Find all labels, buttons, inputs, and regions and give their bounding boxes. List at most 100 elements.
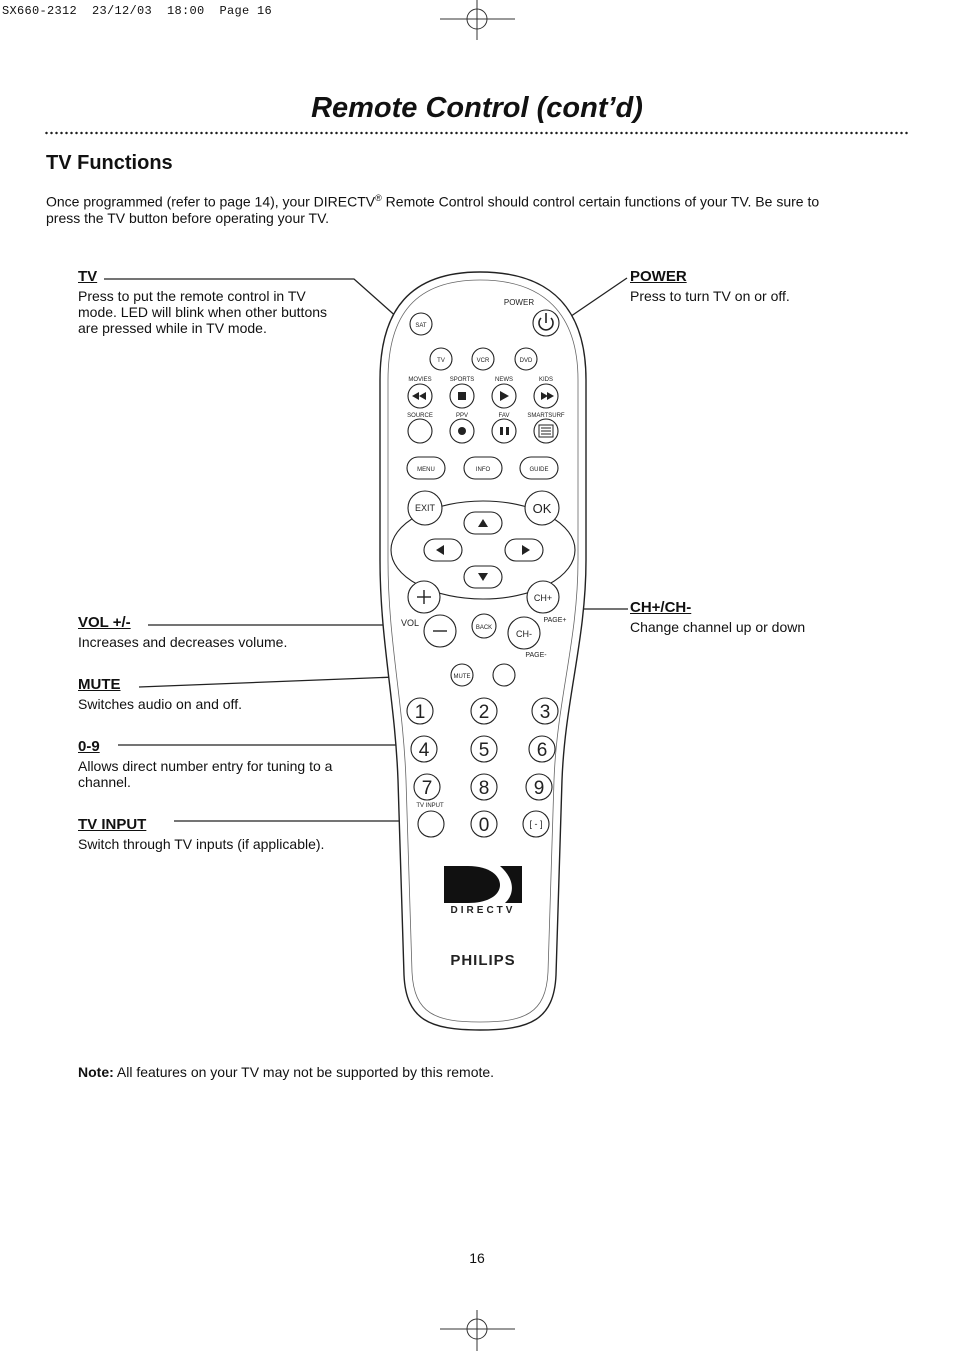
ppv-label: PPV (456, 413, 468, 419)
ok-button (524, 490, 560, 526)
pause-button (491, 418, 517, 444)
dvd-button (514, 347, 538, 371)
digit-5-label: 5 (479, 740, 490, 761)
digit-4-label: 4 (419, 740, 430, 761)
callout-digits-label: 0-9 (78, 738, 100, 755)
crop-mark-bottom (440, 1310, 515, 1351)
remote-body (379, 271, 587, 1031)
digit-7-label: 7 (422, 778, 433, 799)
callout-power: POWER Press to turn TV on or off. (630, 268, 890, 304)
rewind-icon (412, 392, 419, 400)
info-label: INFO (476, 467, 491, 473)
guide-button (519, 456, 559, 480)
page-number: 16 (469, 1250, 485, 1266)
callout-ch-label: CH+/CH- (630, 599, 692, 616)
page-minus-label: PAGE- (525, 652, 547, 659)
digit-2-label: 2 (479, 702, 490, 723)
callout-vol-desc: Increases and decreases volume. (78, 634, 288, 650)
crop-mark-top (440, 0, 515, 40)
callout-power-label: POWER (630, 268, 687, 285)
tv-button (429, 347, 453, 371)
digit-8-label: 8 (479, 778, 490, 799)
callout-mute: MUTE Switches audio on and off. (78, 676, 358, 712)
digit-0-label: 0 (479, 815, 490, 836)
source-label: SOURCE (407, 413, 433, 419)
directv-logo-mark (444, 866, 522, 903)
callout-vol: VOL +/- Increases and decreases volume. (78, 614, 358, 650)
digit-1-button (406, 697, 434, 725)
intro-text-after: Remote Control should control certain fu… (46, 193, 820, 226)
sat-button (409, 312, 433, 336)
source-button (407, 418, 433, 444)
directv-wordmark: DIRECTV (451, 905, 516, 916)
blank-button (492, 663, 516, 687)
mute-button (450, 663, 474, 687)
callout-ch: CH+/CH- Change channel up or down (630, 599, 890, 635)
kids-label: KIDS (539, 377, 553, 383)
digit-6-label: 6 (537, 740, 548, 761)
callout-tvinput-label: TV INPUT (78, 816, 147, 833)
dvd-label: DVD (520, 358, 533, 364)
print-header: SX660-2312 23/12/03 18:00 Page 16 (2, 4, 273, 18)
plus-minus-icons (417, 590, 447, 632)
forward-icon (541, 392, 548, 400)
menu-button (406, 456, 446, 480)
mute-label: MUTE (454, 674, 471, 680)
callout-tvinput-desc: Switch through TV inputs (if applicable)… (78, 836, 325, 852)
tv-input-label: TV INPUT (416, 803, 444, 809)
tv-label: TV (437, 358, 445, 364)
record-icon (458, 427, 466, 435)
callout-vol-label: VOL +/- (78, 614, 131, 631)
stop-icon (458, 392, 466, 400)
digit-3-label: 3 (540, 702, 551, 723)
callout-digits-desc: Allows direct number entry for tuning to… (78, 758, 333, 790)
intro-text-before: Once programmed (refer to page 14), your… (46, 193, 376, 210)
digit-0-button (470, 810, 498, 838)
dash-button (522, 810, 550, 838)
digit-2-button (470, 697, 498, 725)
info-button (463, 456, 503, 480)
registered-mark: ® (375, 193, 382, 203)
vol-label: VOL (401, 618, 419, 628)
ok-label: OK (533, 501, 552, 516)
exit-label: EXIT (415, 503, 436, 513)
digit-8-button (470, 773, 498, 801)
intro-paragraph: Once programmed (refer to page 14), your… (46, 190, 846, 226)
play-icon (500, 391, 509, 401)
callout-tvinput: TV INPUT Switch through TV inputs (if ap… (78, 816, 368, 852)
ch-plus-label: CH+ (534, 593, 552, 603)
note-label: Note: (78, 1064, 114, 1080)
smartsurf-label: SMARTSURF (527, 413, 565, 419)
sports-label: SPORTS (450, 377, 475, 383)
news-label: NEWS (495, 377, 513, 383)
tv-input-button (417, 810, 445, 838)
vcr-button (471, 347, 495, 371)
down-arrow-icon (478, 573, 488, 581)
sat-label: SAT (415, 323, 427, 329)
smartsurf-icon (538, 424, 554, 438)
callout-mute-desc: Switches audio on and off. (78, 696, 242, 712)
callout-tv: TV Press to put the remote control in TV… (78, 268, 348, 336)
guide-label: GUIDE (529, 467, 548, 473)
right-arrow-icon (522, 545, 530, 555)
digit-6-button (528, 735, 556, 763)
section-heading: TV Functions (46, 152, 173, 174)
fav-label: FAV (499, 413, 510, 419)
menu-label: MENU (417, 467, 435, 473)
digit-4-button (410, 735, 438, 763)
back-label: BACK (476, 625, 492, 631)
page-title: Remote Control (cont’d) (311, 92, 643, 124)
dash-label: [ - ] (530, 819, 543, 829)
ch-minus-label: CH- (516, 629, 532, 639)
digit-5-button (470, 735, 498, 763)
callout-mute-label: MUTE (78, 676, 121, 693)
exit-button (407, 490, 443, 526)
ch-down-button (507, 616, 541, 650)
left-arrow-icon (436, 545, 444, 555)
callout-ch-desc: Change channel up or down (630, 619, 806, 635)
pause-icon (500, 427, 503, 435)
callout-tv-label: TV (78, 268, 98, 285)
power-label: POWER (504, 298, 534, 307)
movies-label: MOVIES (408, 377, 431, 383)
